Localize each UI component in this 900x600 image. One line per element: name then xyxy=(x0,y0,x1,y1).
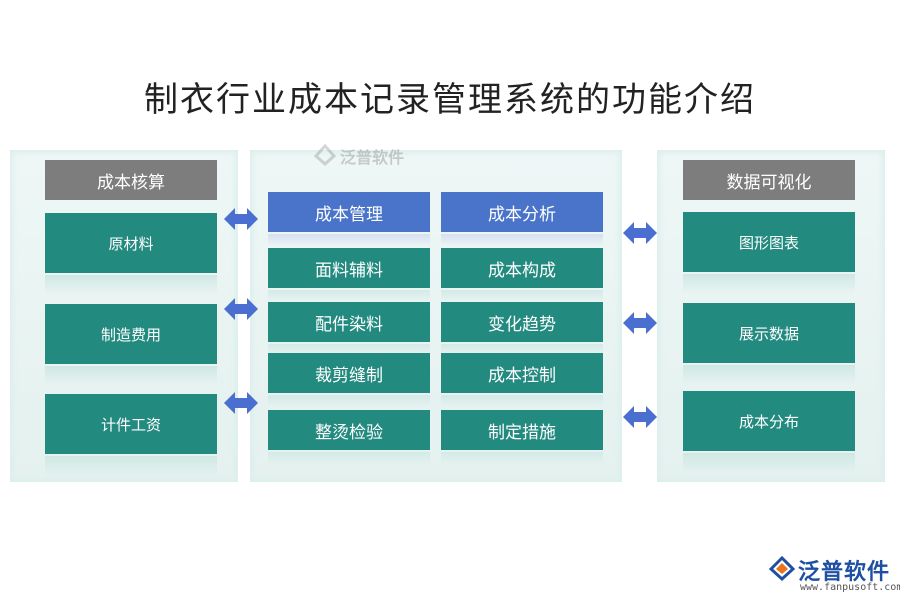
logo-name: 泛普软件 xyxy=(798,560,891,585)
right-item-display-data: 展示数据 xyxy=(683,303,855,385)
mid-col1-item-1: 成本管理 xyxy=(268,192,430,246)
fanpu-logo-icon xyxy=(768,555,796,582)
double-arrow-icon xyxy=(623,406,657,428)
mid-col1-item-4: 裁剪缝制 xyxy=(268,353,430,407)
fanpu-logo-icon xyxy=(313,143,337,167)
logo-url: www.fanpusoft.com xyxy=(800,582,900,593)
double-arrow-icon xyxy=(623,222,657,244)
double-arrow-icon xyxy=(224,392,258,414)
left-header: 成本核算 xyxy=(45,160,217,200)
mid-col1-item-3: 配件染料 xyxy=(268,302,430,356)
left-item-raw-material: 原材料 xyxy=(45,213,217,295)
double-arrow-icon xyxy=(623,312,657,334)
right-item-cost-distribution: 成本分布 xyxy=(683,391,855,473)
fanpu-logo: 泛普软件 www.fanpusoft.com xyxy=(768,552,900,596)
left-item-manufacturing-cost: 制造费用 xyxy=(45,304,217,386)
mid-col2-item-2: 成本构成 xyxy=(441,248,603,302)
right-header: 数据可视化 xyxy=(683,160,855,200)
left-item-piece-wage: 计件工资 xyxy=(45,394,217,476)
mid-col2-item-1: 成本分析 xyxy=(441,192,603,246)
double-arrow-icon xyxy=(224,208,258,230)
mid-col2-item-3: 变化趋势 xyxy=(441,302,603,356)
double-arrow-icon xyxy=(224,298,258,320)
page-title: 制衣行业成本记录管理系统的功能介绍 xyxy=(144,80,756,120)
mid-col2-item-5: 制定措施 xyxy=(441,410,603,464)
watermark-logo: 泛普软件 xyxy=(310,140,430,180)
mid-col2-item-4: 成本控制 xyxy=(441,353,603,407)
mid-col1-item-5: 整烫检验 xyxy=(268,410,430,464)
watermark-text: 泛普软件 xyxy=(340,148,405,167)
mid-col1-item-2: 面料辅料 xyxy=(268,248,430,302)
right-item-charts: 图形图表 xyxy=(683,212,855,294)
